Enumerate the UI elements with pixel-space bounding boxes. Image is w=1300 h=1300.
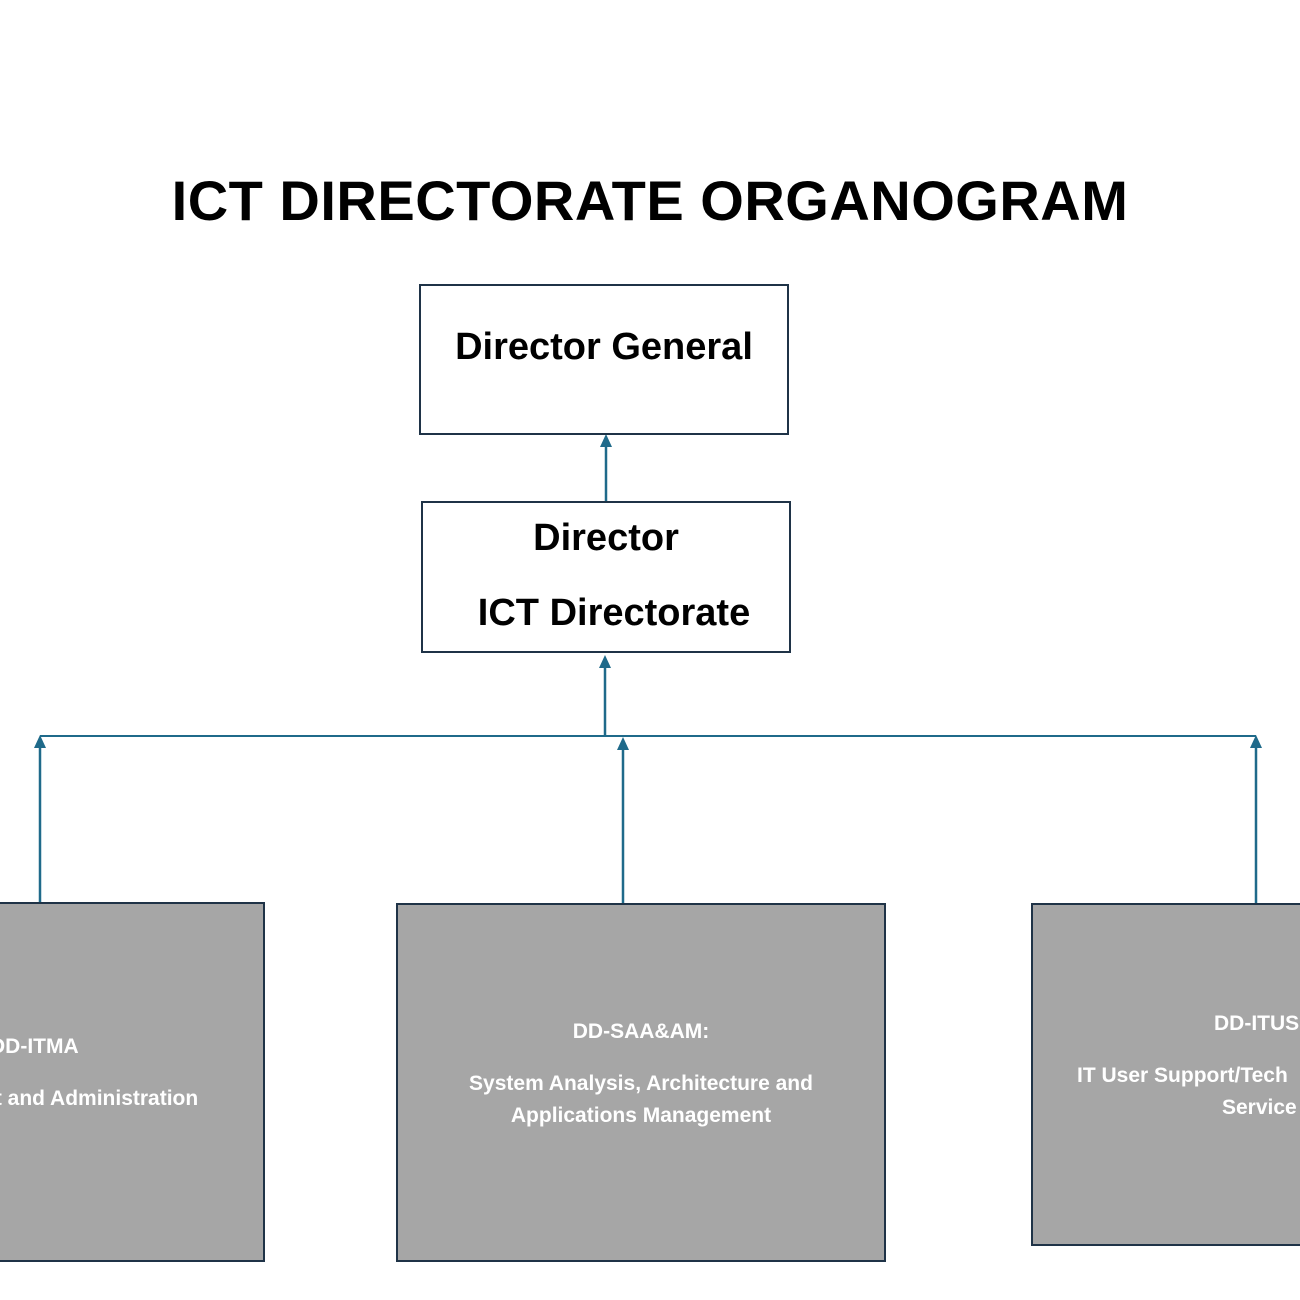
- arrowhead-right: [1250, 735, 1262, 748]
- unit-code-itma: DD-ITMA: [0, 1035, 79, 1058]
- unit-code-saa-am: DD-SAA&AM:: [572, 1020, 710, 1043]
- unit-box-itma: DD-ITMA nt and Administration: [0, 902, 265, 1262]
- arrowhead-left: [34, 735, 46, 748]
- ict-directorate-label: ICT Directorate: [477, 592, 751, 634]
- director-label: Director: [533, 517, 679, 559]
- unit-desc-itus-line1: IT User Support/Tech: [1077, 1064, 1288, 1087]
- unit-code-itus: DD-ITUS: [1214, 1012, 1300, 1035]
- unit-desc-itus-line2: Service: [1222, 1096, 1297, 1119]
- unit-desc-saa-am-line2: Applications Management: [510, 1104, 772, 1127]
- unit-desc-itma: nt and Administration: [0, 1087, 199, 1110]
- director-general-label: Director General: [455, 326, 753, 368]
- arrowhead-director: [599, 655, 611, 668]
- page-title: ICT DIRECTORATE ORGANOGRAM: [171, 169, 1129, 232]
- unit-box-saa-am: DD-SAA&AM: System Analysis, Architecture…: [396, 903, 886, 1262]
- director-box: Director ICT Directorate: [421, 501, 791, 653]
- unit-desc-saa-am-line1: System Analysis, Architecture and: [469, 1072, 813, 1095]
- director-general-box: Director General: [419, 284, 789, 435]
- arrowhead-dg: [600, 434, 612, 447]
- unit-box-itus: DD-ITUS IT User Support/Tech Service: [1031, 903, 1300, 1246]
- unit-desc-itus: IT User Support/Tech Service: [1077, 1060, 1300, 1124]
- arrowhead-mid: [617, 737, 629, 750]
- unit-desc-saa-am: System Analysis, Architecture and Applic…: [398, 1068, 884, 1132]
